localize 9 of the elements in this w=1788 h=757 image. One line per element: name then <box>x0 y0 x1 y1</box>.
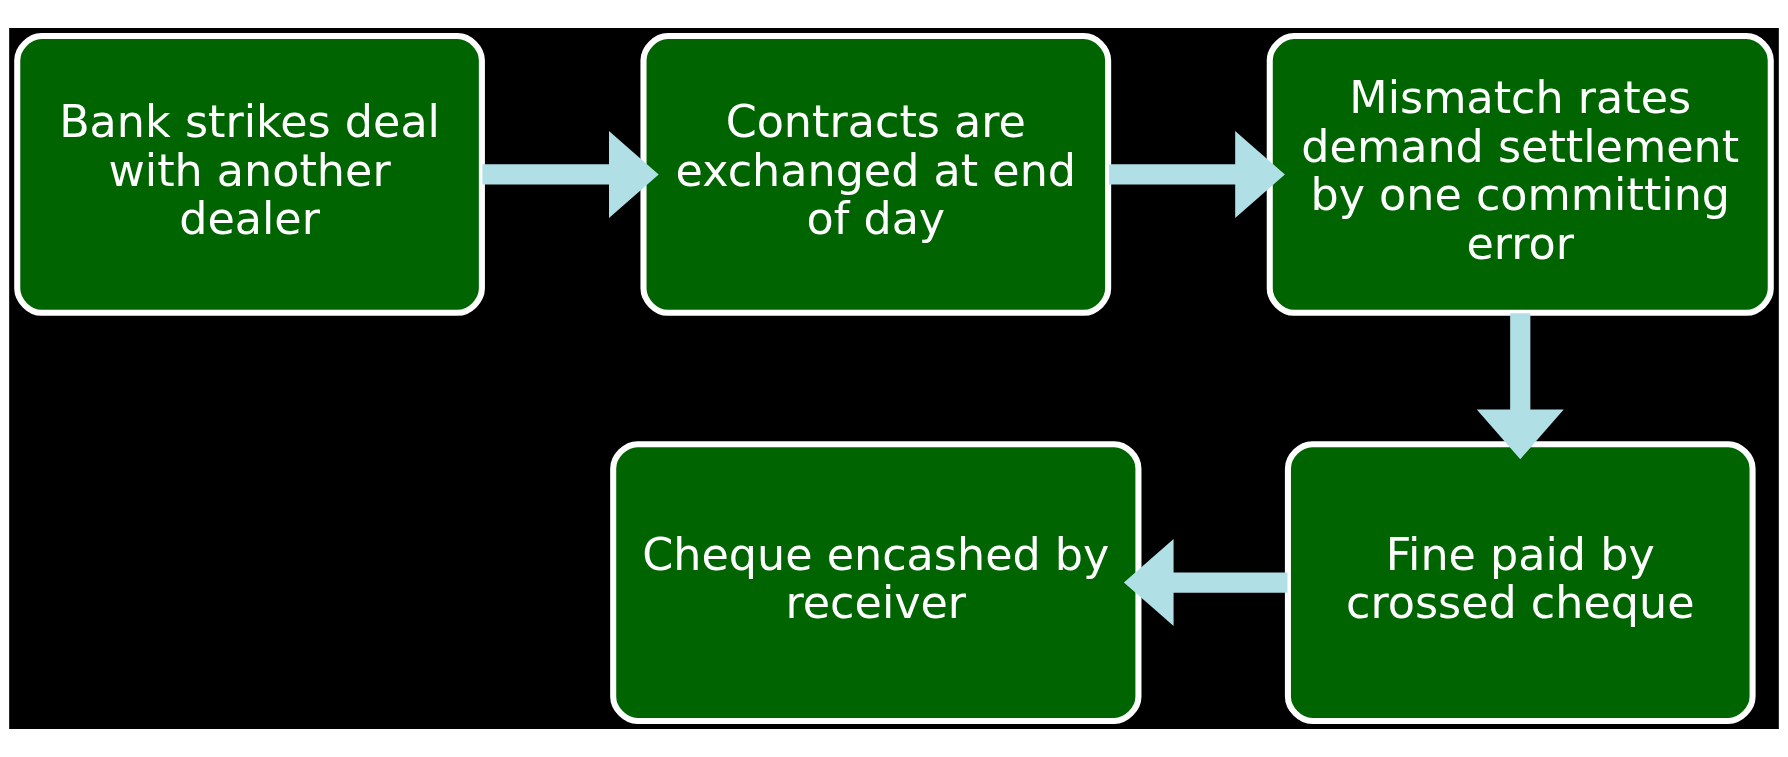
node-box: Cheque encashed by receiver <box>610 441 1142 724</box>
node-box: Fine paid by crossed cheque <box>1284 441 1756 724</box>
node-box: Mismatch rates demand settlement by one committing error <box>1266 33 1774 316</box>
arrow <box>482 131 659 218</box>
node-box: Contracts are exchanged at end of day <box>640 33 1112 316</box>
node-box: Bank strikes deal with another dealer <box>14 33 485 316</box>
arrow <box>1109 131 1285 218</box>
arrow <box>1476 313 1564 460</box>
arrow <box>1123 539 1288 626</box>
